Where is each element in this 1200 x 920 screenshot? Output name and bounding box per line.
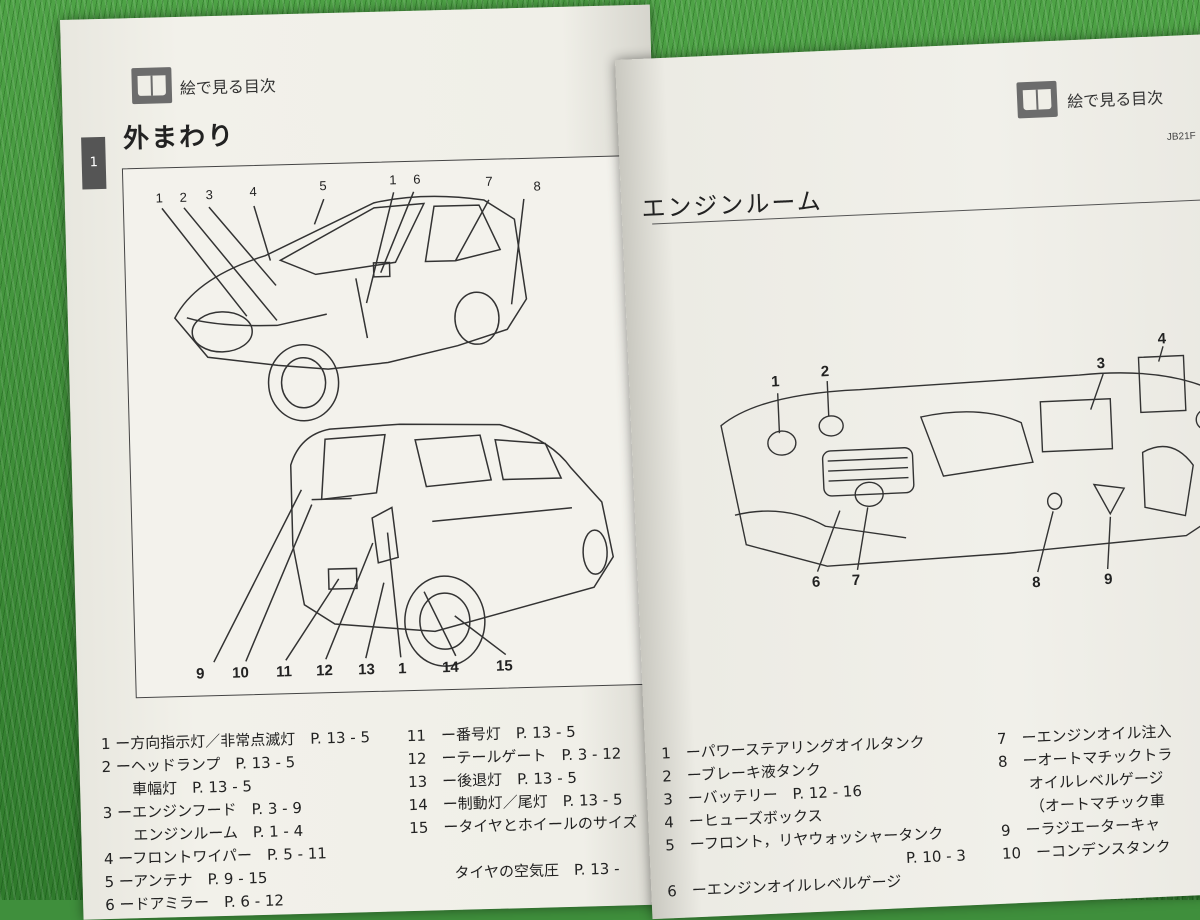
callout: 4	[249, 183, 257, 200]
callout: 8	[533, 178, 541, 194]
callout: 1	[155, 190, 164, 206]
callout: 3	[1096, 354, 1106, 373]
exterior-illustration: 1 2 3 4 5 1 6 7 8 9 10 11 12 13 1 14 15	[121, 154, 660, 699]
callout: 10	[231, 664, 250, 682]
callout: 14	[441, 658, 459, 677]
callout: 4	[1157, 330, 1167, 348]
callout: 11	[275, 663, 293, 681]
legend-item: タイヤの空気圧 P. 13 -	[454, 859, 620, 882]
callout: 6	[811, 573, 821, 591]
section-number-tab: 1	[81, 136, 107, 190]
callout: 9	[1103, 570, 1113, 589]
callout: 9	[195, 665, 205, 683]
callout: 7	[851, 571, 861, 590]
right-legend-col1: 1 ーパワーステアリングオイルタンク 2 ーブレーキ液タンク 3 ーバッテリー …	[661, 730, 968, 904]
callout: 8	[1031, 573, 1041, 592]
callout: 1	[389, 172, 397, 188]
callout: 12	[315, 662, 334, 680]
right-legend-col2: 7 ーエンジンオイル注入 8 ーオートマチックトラ オイルレベルゲージ （オート…	[997, 720, 1177, 865]
left-page: 絵で見る目次 1 外まわり	[60, 4, 674, 920]
left-legend-col2: 11 ー番号灯 P. 13 - 5 12 ーテールゲート P. 3 - 12 1…	[407, 719, 639, 886]
callout: 2	[820, 362, 830, 381]
left-page-header: 絵で見る目次	[179, 76, 277, 98]
callout: 7	[485, 173, 493, 189]
callout: 13	[357, 660, 376, 679]
right-page: 絵で見る目次 JB21F エンジンルーム	[615, 32, 1200, 920]
engine-room-illustration: 1 2 3 4 5 6 7 8 9	[698, 330, 1200, 607]
callout: 2	[179, 189, 188, 205]
left-page-title: 外まわり	[122, 121, 236, 155]
callout: 5	[319, 178, 327, 194]
book-icon	[131, 67, 173, 105]
page-code: JB21F	[1166, 130, 1197, 143]
callout: 15	[495, 657, 513, 675]
engine-drawing	[720, 343, 1200, 573]
book-icon	[1016, 80, 1058, 119]
callout: 1	[397, 660, 407, 678]
callout: 6	[413, 171, 421, 187]
callout: 1	[770, 373, 780, 391]
right-page-header: 絵で見る目次	[1066, 88, 1164, 112]
callout: 3	[205, 187, 214, 203]
car-drawing	[161, 191, 615, 667]
left-legend-col1: 1 ー方向指示灯／非常点滅灯 P. 13 - 5 2 ーヘッドランプ P. 13…	[101, 726, 375, 917]
